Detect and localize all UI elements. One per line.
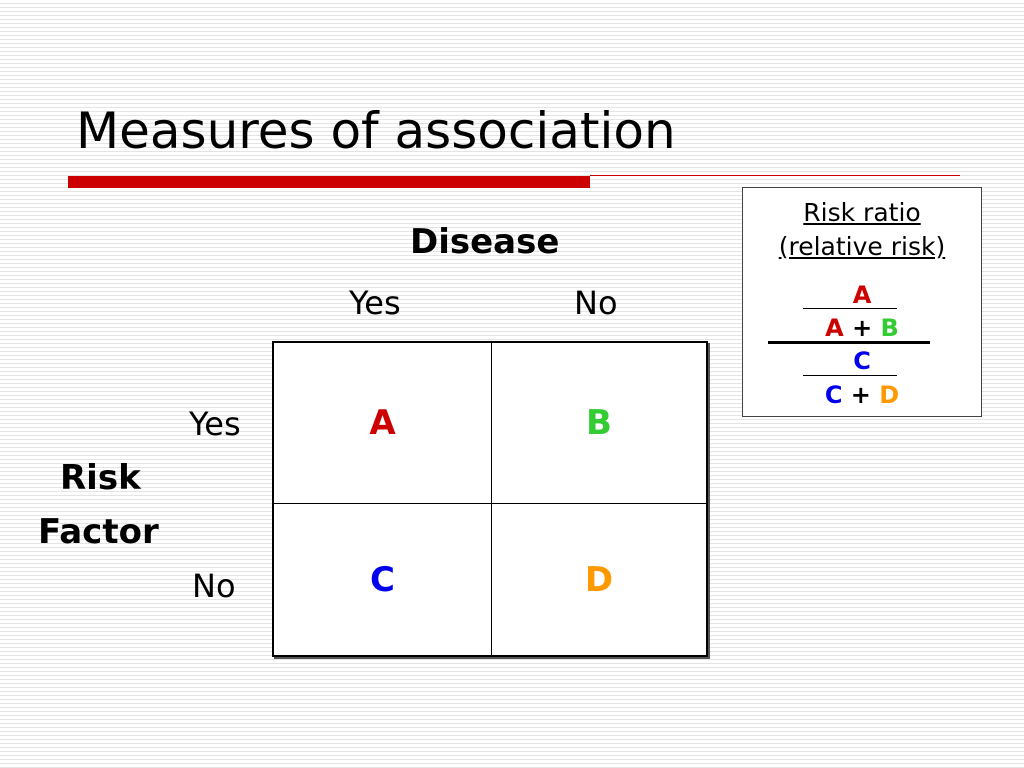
table-cell-b: B	[492, 343, 706, 504]
numerator-bottom: A + B	[743, 313, 981, 343]
numerator-plus: +	[852, 314, 873, 342]
row-group-label-line1: Risk	[60, 458, 141, 498]
column-header-yes: Yes	[349, 284, 401, 322]
denominator-bottom: C + D	[743, 380, 981, 410]
row-header-no: No	[192, 567, 236, 605]
denominator-term-c: C	[824, 381, 843, 409]
main-fraction-line	[768, 341, 930, 344]
numerator-term-a: A	[825, 314, 844, 342]
row-group-label-line2: Factor	[38, 512, 159, 552]
risk-ratio-title-line1: Risk ratio	[803, 198, 921, 227]
denominator-plus: +	[850, 381, 871, 409]
table-cell-a: A	[274, 343, 492, 504]
numerator-fraction-line	[803, 308, 897, 309]
column-header-no: No	[574, 284, 618, 322]
denominator-term-d: D	[879, 381, 900, 409]
risk-ratio-title: Risk ratio (relative risk)	[743, 196, 981, 264]
slide-title: Measures of association	[76, 102, 676, 160]
title-accent-line	[590, 175, 960, 176]
table-cell-c: C	[274, 504, 492, 655]
numerator-top: A	[852, 281, 872, 309]
column-group-label: Disease	[410, 222, 560, 262]
denominator-top: C	[853, 347, 871, 375]
table-cell-d: D	[584, 559, 614, 600]
risk-ratio-box: Risk ratio (relative risk) A A + B C C +…	[742, 187, 982, 417]
title-accent-bar	[68, 176, 590, 188]
denominator-fraction-line	[803, 375, 897, 376]
contingency-table: A B C D	[272, 341, 708, 657]
risk-ratio-title-line2: (relative risk)	[778, 232, 946, 261]
numerator-term-b: B	[880, 314, 899, 342]
row-header-yes: Yes	[189, 405, 241, 443]
